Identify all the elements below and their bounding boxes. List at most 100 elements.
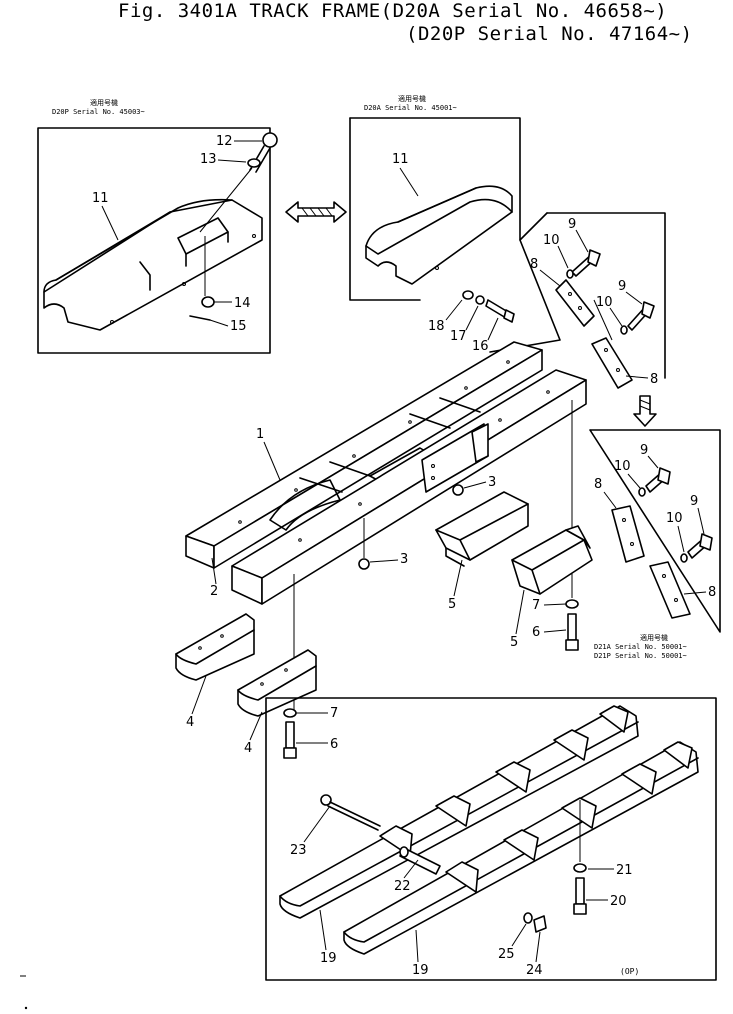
callout-9-b: 9 — [618, 279, 626, 294]
callout-19-right: 19 — [412, 963, 429, 978]
callout-4-left: 4 — [186, 715, 194, 730]
callout-25: 25 — [498, 947, 515, 962]
callout-12: 12 — [216, 134, 233, 149]
callout-17: 17 — [450, 329, 467, 344]
callout-10-d: 10 — [666, 511, 683, 526]
track-frame-main — [185, 341, 587, 605]
callout-6-right: 6 — [532, 625, 540, 640]
pin-15 — [189, 315, 211, 321]
callout-8-c: 8 — [594, 477, 602, 492]
rock-guard-19-lower — [343, 741, 699, 955]
callout-1: 1 — [256, 427, 264, 442]
callout-16: 16 — [472, 339, 489, 354]
callout-10-c: 10 — [614, 459, 631, 474]
inset-right: 適用号機 D21A Serial No. 50001~ D21P Serial … — [589, 429, 721, 660]
callout-24: 24 — [526, 963, 543, 978]
down-arrow — [633, 395, 657, 427]
bolt-9-lower — [627, 301, 655, 331]
callout-5-upper: 5 — [448, 597, 456, 612]
leader-12-13 — [199, 167, 253, 233]
nut-3-upper — [452, 484, 464, 496]
callout-7-left: 7 — [330, 706, 338, 721]
swap-double-arrow — [285, 201, 347, 223]
guard-5-lower — [511, 525, 593, 595]
spacer-22 — [399, 846, 441, 875]
nut-24 — [533, 915, 547, 933]
inset-right-upper-frame — [546, 212, 666, 379]
inset-top-left-frame — [37, 127, 271, 354]
leader-8 — [593, 299, 613, 341]
callout-9-c: 9 — [640, 443, 648, 458]
nut-14 — [201, 296, 215, 308]
callout-5-lower: 5 — [510, 635, 518, 650]
inset-top-middle: 適用号機 D20A Serial No. 45001~ — [349, 94, 561, 353]
inset-right-frame — [589, 429, 721, 633]
inset-right-label-2: D21A Serial No. 50001~ — [594, 643, 687, 651]
inset-bottom-frame — [265, 697, 717, 981]
callout-8-b: 8 — [650, 372, 658, 387]
guard-4-right — [237, 649, 317, 717]
guard-5-upper — [435, 491, 529, 567]
guard-4-left — [175, 613, 255, 681]
callout-14: 14 — [234, 296, 251, 311]
washer-18 — [462, 290, 474, 300]
washer-25 — [523, 912, 533, 924]
track-cover-d20a — [365, 185, 513, 285]
plate-8-d21-lower — [649, 561, 691, 619]
track-cover-d20p — [43, 198, 263, 331]
washer-10-d21-upper — [638, 487, 646, 497]
callout-11-left: 11 — [92, 191, 109, 206]
callout-10-a: 10 — [543, 233, 560, 248]
washer-7-left — [283, 708, 297, 718]
callout-9-a: 9 — [568, 217, 576, 232]
inset-right-label-1: 適用号機 — [640, 633, 668, 642]
title-line-1: Fig. 3401A TRACK FRAME(D20A Serial No. 4… — [118, 0, 668, 22]
callout-6-left: 6 — [330, 737, 338, 752]
inset-bottom: (OP) — [265, 697, 717, 981]
page-title: Fig. 3401A TRACK FRAME(D20A Serial No. 4… — [118, 0, 693, 46]
callout-15: 15 — [230, 319, 247, 334]
callout-19-left: 19 — [320, 951, 337, 966]
washer-10-d21-lower — [680, 553, 688, 563]
bolt-9-d21-upper — [645, 467, 671, 493]
title-line-2: (D20P Serial No. 47164~) — [406, 23, 693, 45]
bolt-23 — [320, 794, 381, 831]
inset-right-label-3: D21P Serial No. 50001~ — [594, 652, 687, 660]
callout-8-a: 8 — [530, 257, 538, 272]
plate-8-upper — [555, 279, 595, 327]
inset-top-left-label-1: 適用号機 — [90, 98, 118, 107]
callout-23: 23 — [290, 843, 307, 858]
inset-bottom-note: (OP) — [620, 967, 639, 976]
washer-10-upper — [566, 269, 574, 279]
callout-labels: 12 13 11 14 15 11 18 17 16 9 10 8 9 10 8… — [92, 134, 716, 978]
callout-10-b: 10 — [596, 295, 613, 310]
plate-8-lower — [591, 337, 633, 389]
lockwasher-17 — [475, 295, 485, 305]
bolt-9-upper — [571, 249, 601, 277]
callout-9-d: 9 — [690, 494, 698, 509]
inset-right-upper — [519, 212, 666, 389]
inset-top-left: 適用号機 D20P Serial No. 45003~ — [37, 98, 278, 354]
bolt-9-d21-lower — [687, 533, 713, 559]
inset-top-left-label-2: D20P Serial No. 45003~ — [52, 108, 145, 116]
callout-21: 21 — [616, 863, 633, 878]
scan-dot — [24, 1006, 28, 1010]
bolt-6-left — [283, 721, 297, 759]
plate-8-d21-upper — [611, 505, 645, 563]
callout-13: 13 — [200, 152, 217, 167]
washer-13 — [247, 158, 261, 168]
washer-21 — [573, 863, 587, 873]
nut-3-lower — [358, 558, 370, 570]
bolt-16 — [485, 299, 515, 323]
inset-top-middle-label-2: D20A Serial No. 45001~ — [364, 104, 457, 112]
washer-7-right — [565, 599, 579, 609]
bolt-20 — [573, 877, 587, 915]
inset-top-middle-label-1: 適用号機 — [398, 94, 426, 103]
bolt-12 — [249, 132, 278, 173]
callout-18: 18 — [428, 319, 445, 334]
callout-11-mid: 11 — [392, 152, 409, 167]
callout-8-d: 8 — [708, 585, 716, 600]
callout-3-lower: 3 — [400, 552, 408, 567]
callout-22: 22 — [394, 879, 411, 894]
